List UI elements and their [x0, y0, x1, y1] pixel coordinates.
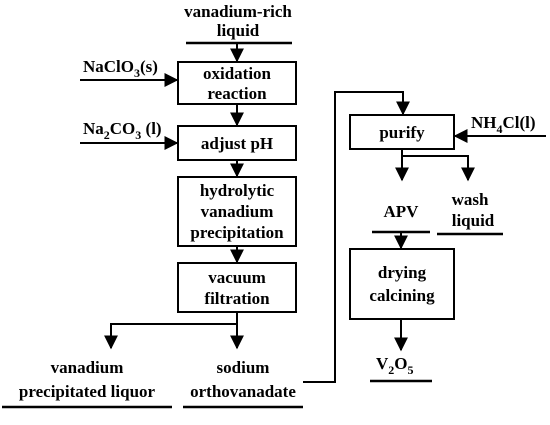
- arrow-vacuum-to-liquor: [104, 323, 237, 350]
- hydrolytic-precipitation-box: [177, 176, 297, 247]
- wash-line1: wash: [452, 190, 489, 209]
- sodium-line1: sodium: [217, 358, 270, 377]
- product-v2o5-label: V2O5: [376, 354, 414, 377]
- oxidation-line1: oxidation: [203, 64, 272, 83]
- hydrolytic-line3: precipitation: [190, 223, 284, 242]
- drying-line2: calcining: [369, 286, 435, 305]
- arrow-purify-to-wash: [402, 155, 475, 182]
- apv-label: APV: [384, 202, 420, 221]
- source-label-line1: vanadium-rich: [184, 2, 292, 21]
- vacuum-line2: filtration: [204, 289, 270, 308]
- reagent-nh4cl-label: NH4Cl(l): [471, 113, 536, 136]
- purify-label: purify: [379, 123, 425, 142]
- hydrolytic-line1: hydrolytic: [200, 181, 275, 200]
- vacuum-line1: vacuum: [208, 268, 266, 287]
- arrow-sodium-to-purify: [303, 91, 410, 383]
- reagent-naclo3-label: NaClO3(s): [83, 57, 158, 80]
- sodium-line2: orthovanadate: [190, 382, 296, 401]
- oxidation-reaction-box: [177, 61, 297, 105]
- adjust-ph-label: adjust pH: [201, 134, 273, 153]
- drying-calcining-box: [349, 248, 455, 320]
- hydrolytic-line2: vanadium: [201, 202, 274, 221]
- liquor-line2: precipitated liquor: [19, 382, 156, 401]
- oxidation-line2: reaction: [207, 84, 267, 103]
- wash-line2: liquid: [452, 211, 495, 230]
- liquor-line1: vanadium: [51, 358, 124, 377]
- drying-line1: drying: [378, 263, 427, 282]
- source-label-line2: liquid: [217, 21, 260, 40]
- reagent-na2co3-label: Na2CO3 (l): [83, 119, 162, 142]
